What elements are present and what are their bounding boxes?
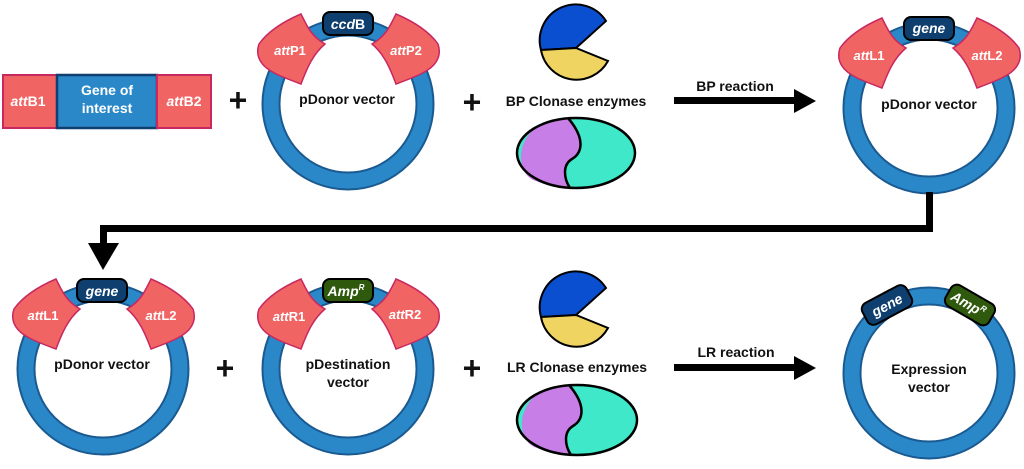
entry-vector-label: pDonor vector: [54, 356, 150, 372]
attb2-site: [156, 74, 212, 129]
gene-cassette-label: gene: [912, 20, 946, 36]
bp-clonase-label: BP Clonase enzymes: [506, 93, 647, 109]
gene-cassette: [76, 278, 128, 303]
ccdb-label: ccdB: [331, 16, 365, 32]
gene-cassette-label: gene: [85, 283, 119, 299]
plus-sign: +: [216, 350, 235, 386]
lr-clonase-label: LR Clonase enzymes: [507, 359, 647, 375]
row-connector-arrow: [88, 192, 933, 270]
plus-sign: +: [229, 82, 248, 118]
lr-reaction-label: LR reaction: [697, 344, 774, 360]
expression-label-line2: vector: [908, 379, 951, 395]
yin-yang-enzyme-icon: [515, 116, 637, 190]
entry-vector-top: attL1 attL2 gene pDonor vector: [837, 16, 1022, 195]
pdestination-label-line1: pDestination: [306, 356, 391, 372]
pdonor-vector-label: pDonor vector: [299, 91, 395, 107]
pdestination-label-line2: vector: [327, 374, 370, 390]
entry-vector-bottom: attL1 attL2 gene pDonor vector: [11, 278, 196, 456]
attp2-label: attP2: [390, 43, 422, 58]
gene-of-interest-line1: Gene of: [81, 82, 133, 98]
attl2-label: attL2: [971, 48, 1002, 63]
ampr-cassette: AmpR: [943, 283, 997, 327]
gene-of-interest-line2: interest: [82, 100, 133, 116]
entry-vector-label: pDonor vector: [881, 96, 977, 112]
yin-yang-enzyme-icon: [515, 383, 639, 457]
ccdb-cassette: [322, 11, 374, 36]
attr1-label: attR1: [273, 309, 306, 324]
plus-sign: +: [463, 350, 482, 386]
bp-clonase-enzymes: BP Clonase enzymes: [506, 3, 647, 190]
attb-gene-insert: attB1 Gene of interest attB2: [2, 73, 212, 130]
bp-reaction-arrow: BP reaction: [674, 78, 816, 113]
expression-vector: gene AmpR Expression vector: [842, 283, 1016, 460]
pdestination-vector: attR1 attR2 AmpR pDestination vector: [256, 278, 441, 456]
ampr-cassette: [322, 278, 374, 303]
pdonor-vector: attP1 attP2 ccdB pDonor vector: [256, 11, 441, 191]
attl2-label: attL2: [145, 308, 176, 323]
attb1-site: [2, 74, 58, 129]
attb2-label: attB2: [166, 93, 201, 109]
attp1-label: attP1: [274, 43, 306, 58]
attl1-label: attL1: [853, 48, 884, 63]
gene-cassette: [903, 16, 955, 41]
attr2-label: attR2: [389, 307, 422, 322]
plus-sign: +: [463, 84, 482, 120]
gene-cassette: gene: [860, 284, 914, 326]
bp-reaction-label: BP reaction: [696, 78, 774, 94]
expression-label-line1: Expression: [891, 361, 966, 377]
pacman-enzyme-icon: [538, 3, 610, 81]
attb1-label: attB1: [10, 93, 45, 109]
attl1-label: attL1: [27, 308, 58, 323]
plasmid-ring: [844, 288, 1014, 458]
gene-of-interest-box: [55, 73, 159, 130]
lr-clonase-enzymes: LR Clonase enzymes: [507, 270, 647, 457]
pacman-enzyme-icon: [538, 270, 610, 348]
lr-reaction-arrow: LR reaction: [674, 344, 816, 380]
ampr-label: AmpR: [327, 283, 365, 299]
